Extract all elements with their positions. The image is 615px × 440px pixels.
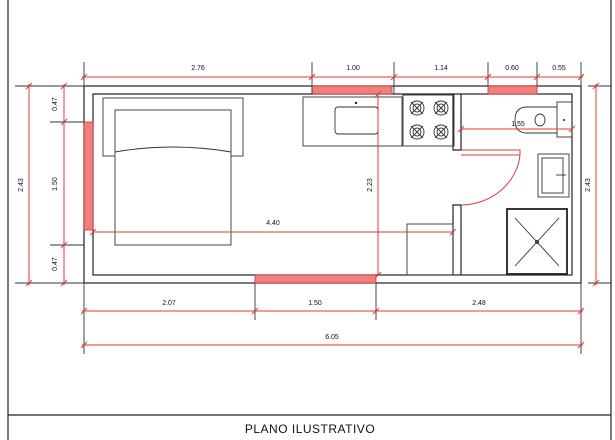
- dimension-tick: [457, 125, 465, 133]
- dimension-tick: [390, 73, 398, 81]
- shower-icon: [506, 208, 568, 275]
- dim-left-2: 1.50: [52, 177, 59, 191]
- kitchen-counter: [302, 96, 403, 147]
- dim-bottom-2: 1.50: [308, 300, 322, 307]
- fridge-icon: [406, 223, 454, 276]
- dimension-tick: [308, 73, 316, 81]
- dimension-tick: [80, 73, 88, 81]
- burner-icon: [412, 103, 422, 113]
- dim-bottom-1: 2.07: [162, 300, 176, 307]
- dimension-tick: [89, 228, 97, 236]
- dim-top-5: 0.55: [552, 65, 566, 72]
- dim-left-1: 0.47: [52, 97, 59, 111]
- dim-bottom-3: 2.48: [472, 300, 486, 307]
- dimension-tick: [568, 125, 576, 133]
- dim-interior-height: 2.23: [367, 178, 374, 192]
- dimension-tick: [577, 341, 585, 349]
- dimension-tick: [374, 90, 382, 98]
- burner-icon: [436, 127, 446, 137]
- burner-icon: [409, 100, 425, 116]
- dimension-tick: [60, 82, 68, 90]
- dimension-tick: [592, 82, 600, 90]
- dim-top-1: 2.76: [191, 65, 205, 72]
- dimension-tick: [60, 241, 68, 249]
- dimension-tick: [449, 228, 457, 236]
- kitchen-sink-icon: [334, 106, 379, 135]
- dimension-tick: [372, 307, 380, 315]
- burner-icon: [433, 100, 449, 116]
- burner-icon: [436, 103, 446, 113]
- dimension-tick: [25, 279, 33, 287]
- bathroom-sink-icon: [537, 153, 570, 198]
- dimension-tick: [80, 307, 88, 315]
- dimension-tick: [60, 279, 68, 287]
- toilet-icon: [514, 101, 573, 138]
- burner-icon: [433, 124, 449, 140]
- dimension-tick: [577, 307, 585, 315]
- dimension-tick: [25, 82, 33, 90]
- dimension-tick: [60, 118, 68, 126]
- bed: [102, 97, 244, 246]
- sheet-frame: [7, 0, 612, 440]
- burner-icon: [412, 127, 422, 137]
- dim-top-3: 1.14: [434, 65, 448, 72]
- dimension-tick: [484, 73, 492, 81]
- dimension-tick: [251, 307, 259, 315]
- window-top-bathroom: [487, 85, 538, 95]
- dim-bottom-total: 6.05: [325, 334, 339, 341]
- window-left: [83, 121, 94, 231]
- dimension-tick: [592, 279, 600, 287]
- dimension-tick: [80, 341, 88, 349]
- dimension-lines: [15, 62, 611, 354]
- window-bottom: [254, 274, 377, 284]
- dim-left-total: 2.43: [18, 178, 25, 192]
- burner-icon: [409, 124, 425, 140]
- dimension-tick: [533, 73, 541, 81]
- bathroom-door: [460, 149, 521, 206]
- dim-top-2: 1.00: [346, 65, 360, 72]
- window-top-kitchen: [311, 85, 393, 95]
- stove-icon: [402, 94, 455, 147]
- dim-bathroom-width: 1.55: [511, 121, 525, 128]
- dimension-tick: [374, 271, 382, 279]
- dim-interior-width: 4.40: [266, 220, 280, 227]
- plan-title: PLANO ILUSTRATIVO: [245, 422, 375, 436]
- dim-top-4: 0.60: [505, 65, 519, 72]
- dim-left-3: 0.47: [52, 257, 59, 271]
- dimension-tick: [577, 73, 585, 81]
- dim-right-total: 2.43: [585, 178, 592, 192]
